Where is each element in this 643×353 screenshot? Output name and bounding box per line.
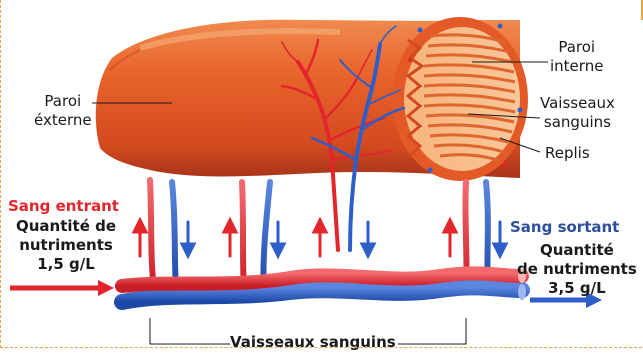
sortant-q-line1: Quantité xyxy=(517,241,637,260)
paroi-interne-label: Paroi interne xyxy=(550,38,603,76)
vaisseaux-sanguins-bottom-label: Vaisseaux sanguins xyxy=(230,333,396,352)
intestine-cross-section xyxy=(392,17,528,181)
sang-entrant-label: Sang entrant xyxy=(8,197,119,216)
paroi-interne-line2: interne xyxy=(550,57,603,76)
replis-label: Replis xyxy=(545,144,590,163)
entrant-q-line1: Quantité de xyxy=(16,217,116,236)
flow-arrows xyxy=(134,220,506,256)
vaisseaux-sanguins-top-label: Vaisseaux sanguins xyxy=(540,94,615,132)
vaisseaux-top-line1: Vaisseaux xyxy=(540,94,615,113)
sang-sortant-label: Sang sortant xyxy=(510,218,619,237)
paroi-interne-line1: Paroi xyxy=(550,38,603,57)
entrant-q-line3: 1,5 g/L xyxy=(16,255,116,274)
entrant-quantity: Quantité de nutriments 1,5 g/L xyxy=(16,217,116,274)
vaisseaux-top-line2: sanguins xyxy=(540,113,615,132)
page-frame-corner xyxy=(629,0,643,20)
paroi-externe-line1: Paroi xyxy=(34,92,92,111)
sortant-q-line2: de nutriments xyxy=(517,260,637,279)
paroi-externe-line2: éxterne xyxy=(34,111,92,130)
main-vessels xyxy=(122,269,526,302)
sortant-q-line3: 3,5 g/L xyxy=(517,279,637,298)
entrant-q-line2: nutriments xyxy=(16,236,116,255)
sang-entrant-arrow xyxy=(10,280,114,296)
sortant-quantity: Quantité de nutriments 3,5 g/L xyxy=(517,241,637,298)
paroi-externe-label: Paroi éxterne xyxy=(34,92,92,130)
